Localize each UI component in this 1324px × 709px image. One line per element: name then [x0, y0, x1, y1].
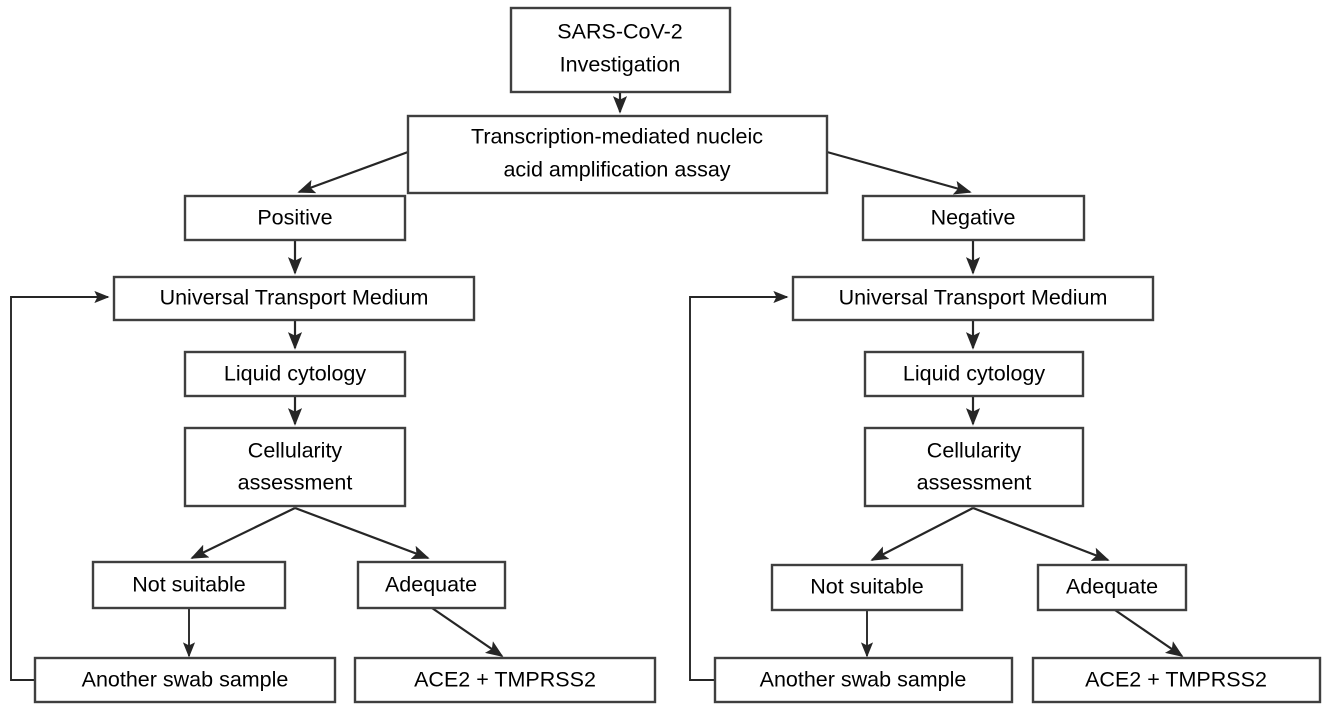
node-label-root-line2: Investigation	[560, 53, 681, 77]
node-label-not-suitable-right: Not suitable	[810, 575, 924, 599]
node-another-swab-sample-right[interactable]: Another swab sample	[713, 656, 1014, 704]
node-label-swab-right: Another swab sample	[760, 668, 967, 692]
node-not-suitable-right[interactable]: Not suitable	[770, 563, 964, 612]
node-label-utm-right: Universal Transport Medium	[839, 286, 1108, 310]
node-label-cellularity-right-line2: assessment	[917, 471, 1032, 495]
node-label-assay-line1: Transcription-mediated nucleic	[471, 125, 763, 149]
node-ace2-tmprss2-left[interactable]: ACE2 + TMPRSS2	[353, 656, 657, 704]
edge-assay-to-negative	[826, 150, 972, 195]
node-label-adequate-right: Adequate	[1066, 575, 1158, 599]
node-amplification-assay[interactable]: Transcription-mediated nucleic acid ampl…	[406, 114, 829, 195]
node-ace2-tmprss2-right[interactable]: ACE2 + TMPRSS2	[1031, 656, 1322, 704]
node-adequate-right[interactable]: Adequate	[1036, 563, 1188, 612]
node-universal-transport-medium-left[interactable]: Universal Transport Medium	[112, 275, 476, 322]
node-label-adequate-left: Adequate	[385, 573, 477, 597]
node-negative[interactable]: Negative	[861, 194, 1086, 242]
node-label-swab-left: Another swab sample	[82, 668, 289, 692]
node-label-ace2-right: ACE2 + TMPRSS2	[1085, 668, 1267, 692]
node-label-cytology-right: Liquid cytology	[903, 362, 1045, 386]
node-universal-transport-medium-right[interactable]: Universal Transport Medium	[791, 275, 1155, 322]
node-label-negative: Negative	[931, 206, 1016, 230]
node-not-suitable-left[interactable]: Not suitable	[91, 560, 287, 610]
node-label-cellularity-left-line1: Cellularity	[248, 439, 343, 463]
node-cellularity-assessment-left[interactable]: Cellularity assessment	[183, 426, 407, 508]
edge-feedback-loop-right	[689, 290, 789, 681]
node-another-swab-sample-left[interactable]: Another swab sample	[33, 656, 337, 704]
node-label-not-suitable-left: Not suitable	[132, 573, 246, 597]
edge-cellularity-to-adequate-right	[972, 506, 1110, 562]
node-label-utm-left: Universal Transport Medium	[160, 286, 429, 310]
node-liquid-cytology-right[interactable]: Liquid cytology	[863, 350, 1085, 398]
edges-group	[10, 92, 1184, 681]
edge-adequate-to-ace2-left	[431, 607, 504, 657]
edge-feedback-loop-left	[10, 290, 110, 681]
edge-assay-to-positive	[297, 150, 409, 194]
edge-cellularity-to-not-suitable-left	[190, 507, 296, 559]
node-label-cellularity-right-line1: Cellularity	[927, 439, 1022, 463]
node-label-positive: Positive	[257, 206, 332, 230]
node-sars-cov-2-investigation[interactable]: SARS-CoV-2 Investigation	[509, 6, 732, 94]
node-label-ace2-left: ACE2 + TMPRSS2	[414, 668, 596, 692]
node-label-cellularity-left-line2: assessment	[238, 471, 353, 495]
edge-adequate-to-ace2-right	[1111, 607, 1184, 657]
node-label-cytology-left: Liquid cytology	[224, 362, 366, 386]
node-cellularity-assessment-right[interactable]: Cellularity assessment	[863, 426, 1085, 508]
nodes-group: SARS-CoV-2 Investigation Transcription-m…	[33, 6, 1322, 704]
edge-cellularity-to-not-suitable-right	[870, 507, 974, 561]
node-liquid-cytology-left[interactable]: Liquid cytology	[183, 350, 407, 398]
node-label-assay-line2: acid amplification assay	[503, 158, 730, 182]
node-adequate-left[interactable]: Adequate	[356, 560, 507, 610]
node-positive[interactable]: Positive	[183, 194, 407, 242]
edge-cellularity-to-adequate-left	[294, 506, 430, 560]
node-label-root-line1: SARS-CoV-2	[557, 20, 682, 44]
